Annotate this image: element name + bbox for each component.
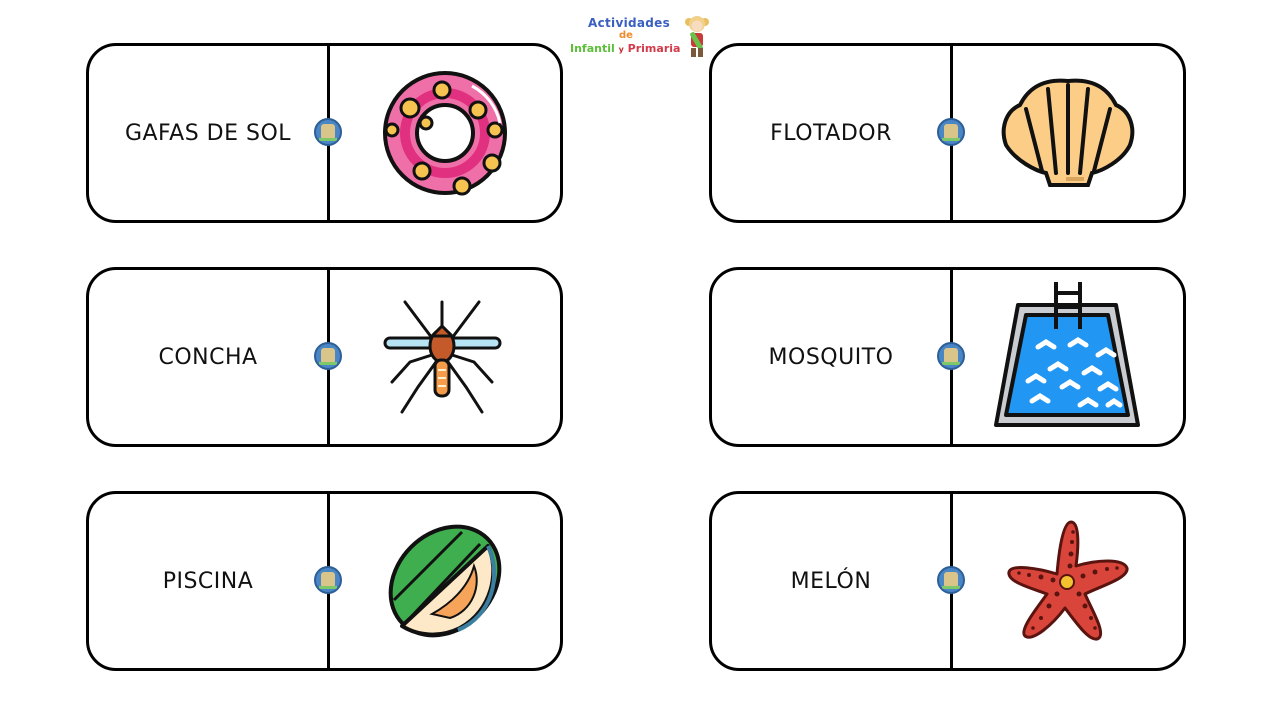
watermark-badge-icon (314, 118, 342, 146)
domino-card-4: MOSQUITO (709, 267, 1186, 447)
card-word: PISCINA (162, 568, 254, 594)
watermark-badge-icon (937, 342, 965, 370)
card-picture (330, 270, 560, 444)
card-picture (953, 270, 1183, 444)
card-word: CONCHA (158, 344, 258, 370)
domino-card-5: PISCINA (86, 491, 563, 671)
card-word: FLOTADOR (770, 120, 892, 146)
logo-line-de: de (619, 30, 633, 41)
card-picture (330, 46, 560, 220)
card-picture (330, 494, 560, 668)
card-picture (953, 494, 1183, 668)
swim-ring-icon (383, 71, 507, 196)
card-word: MOSQUITO (768, 344, 894, 370)
watermark-badge-icon (937, 118, 965, 146)
card-picture (953, 46, 1183, 220)
melon-icon (388, 524, 502, 638)
watermark-badge-icon (937, 566, 965, 594)
watermark-badge-icon (314, 342, 342, 370)
girl-mascot-icon (685, 16, 709, 57)
domino-card-1: GAFAS DE SOL (86, 43, 563, 223)
logo-line-actividades: Actividades (588, 16, 671, 30)
domino-card-2: FLOTADOR (709, 43, 1186, 223)
domino-card-6: MELÓN (709, 491, 1186, 671)
logo-line-infantil-primaria: Infantil y Primaria (570, 42, 681, 55)
swimming-pool-icon (994, 282, 1140, 427)
watermark-badge-icon (314, 566, 342, 594)
card-word: MELÓN (790, 568, 872, 594)
domino-card-3: CONCHA (86, 267, 563, 447)
card-word: GAFAS DE SOL (124, 120, 292, 146)
seashell-icon (1001, 78, 1135, 187)
mosquito-icon (383, 300, 502, 414)
starfish-icon (1007, 520, 1128, 641)
site-logo: Actividades de Infantil y Primaria (566, 14, 712, 60)
